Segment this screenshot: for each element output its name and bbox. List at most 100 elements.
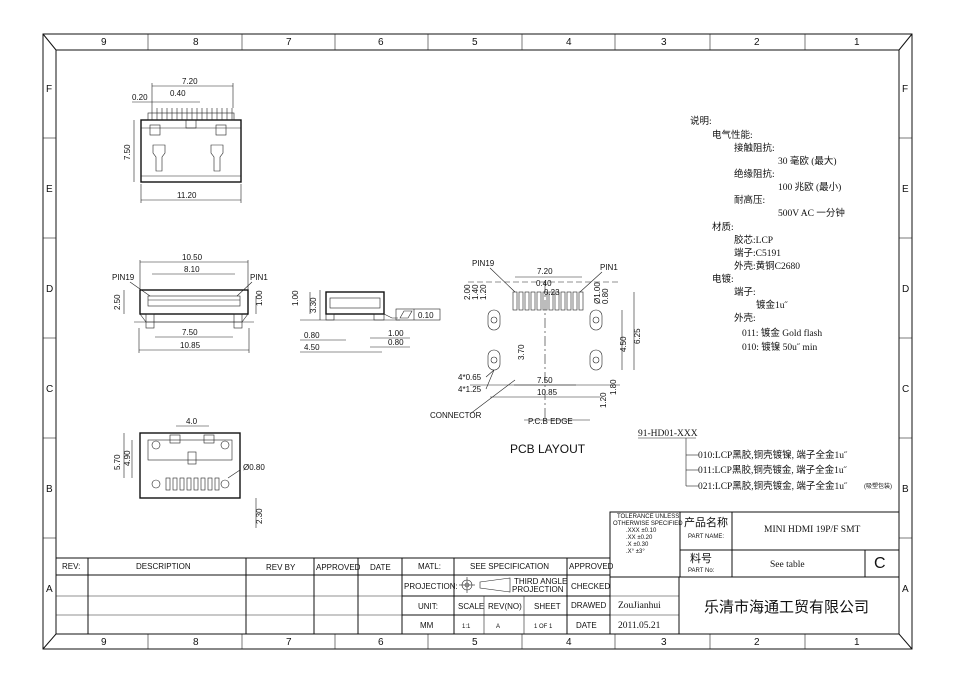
row-label: A (902, 584, 909, 595)
row-label: D (902, 284, 909, 295)
dim-label: 1.00 (291, 290, 300, 306)
note-line: 绝缘阻抗: (734, 168, 775, 180)
side-view: 1.00 3.30 0.80 4.50 1.00 0.80 0.10 (291, 290, 441, 353)
row-label: F (902, 84, 908, 95)
part-option-note: (吸塑包装) (864, 482, 892, 490)
note-line: 电气性能: (712, 129, 753, 141)
note-line: 外壳: (734, 312, 756, 324)
dim-label: 1.80 (609, 379, 618, 395)
drawer-name: ZouJianhui (618, 601, 661, 611)
note-line: 010: 镀镍 50u˝ min (742, 341, 817, 353)
col-label: 3 (661, 37, 667, 48)
tolerance-row: .XXX ±0.10 (626, 528, 657, 534)
dim-label: 7.50 (182, 328, 198, 337)
note-line: 011: 镀金 Gold flash (742, 327, 822, 339)
col-label: 3 (661, 637, 667, 648)
dim-label: 1.00 (388, 329, 404, 338)
tolerance-row: .X° ±3° (626, 549, 645, 555)
date-label: DATE (576, 621, 597, 630)
note-line: 端子: (734, 286, 756, 298)
tolerance-title: OTHERWISE SPECIFIED (613, 521, 683, 527)
row-label: E (46, 184, 53, 195)
note-line: 材质: (712, 221, 734, 233)
part-option: 021:LCP黑胶,铜壳镀金, 端子全金1u˝ (698, 480, 848, 492)
company-name: 乐清市海通工贸有限公司 (704, 599, 869, 616)
dim-label: 4.0 (186, 417, 198, 426)
col-label: 5 (472, 37, 478, 48)
part-option: 011:LCP黑胶,铜壳镀金, 端子全金1u˝ (698, 464, 848, 476)
row-label: D (46, 284, 53, 295)
sheet-label: SHEET (534, 602, 561, 611)
dim-label: 7.50 (537, 376, 553, 385)
bottom-view: 4.0 5.70 4.90 Ø0.80 2.30 (113, 417, 265, 528)
pin19-label: PIN19 (472, 259, 495, 268)
note-line: 胶芯:LCP (734, 234, 773, 246)
scale-label: SCALE (458, 602, 484, 611)
hole-label: 4*1.25 (458, 385, 482, 394)
col-label: 9 (101, 637, 107, 648)
row-label: C (46, 384, 53, 395)
col-label: 9 (101, 37, 107, 48)
sheet-border: 9 8 7 6 5 4 3 2 1 9 8 7 6 5 4 3 2 1 F E … (42, 33, 913, 650)
dim-label: 10.50 (182, 253, 203, 262)
dim-label: 7.20 (182, 77, 198, 86)
note-line: 端子:C5191 (734, 247, 781, 259)
part-no-cn: 料号 (690, 551, 712, 565)
note-line: 外壳:黄铜C2680 (734, 260, 800, 272)
note-line: 电镀: (712, 273, 734, 285)
col-label: 2 (754, 637, 760, 648)
unit-value: MM (420, 621, 434, 630)
note-line: 镀金1u˝ (756, 299, 789, 311)
date-header: DATE (370, 563, 391, 572)
pin19-label: PIN19 (112, 273, 135, 282)
dim-label: 0.80 (388, 338, 404, 347)
dim-label: Ø0.80 (243, 463, 265, 472)
col-label: 4 (566, 37, 572, 48)
dim-label: 0.80 (304, 331, 320, 340)
unit-label: UNIT: (418, 602, 438, 611)
dim-label: 4.90 (123, 450, 132, 466)
dim-label: 0.80 (601, 288, 610, 304)
col-label: 1 (854, 37, 860, 48)
part-name-en: PART NAME: (688, 534, 724, 540)
col-label: 6 (378, 37, 384, 48)
col-label: 7 (286, 637, 292, 648)
col-label: 4 (566, 637, 572, 648)
row-label: B (902, 484, 909, 495)
checked-label: CHECKED (571, 582, 610, 591)
drawed-label: DRAWED (571, 601, 606, 610)
dim-label: 7.50 (123, 144, 132, 160)
dim-label: 0.40 (170, 89, 186, 98)
date-value: 2011.05.21 (618, 621, 661, 631)
dim-label: 2.50 (113, 294, 122, 310)
approved-label: APPROVED (569, 562, 614, 571)
dim-label: 3.30 (309, 297, 318, 313)
pin1-label: PIN1 (250, 273, 268, 282)
rev-header: REV: (62, 562, 80, 571)
tolerance-row: .XX ±0.20 (626, 535, 653, 541)
row-label: C (902, 384, 909, 395)
part-no: See table (770, 560, 805, 570)
dim-label: 10.85 (537, 388, 558, 397)
note-line: 30 毫欧 (最大) (778, 155, 837, 167)
part-no-en: PART No: (688, 568, 715, 574)
note-line: 接触阻抗: (734, 142, 775, 154)
approved-header: APPROVED (316, 563, 361, 572)
dim-label: Ø1.00 (593, 282, 602, 304)
scale-value: 1:1 (462, 624, 471, 630)
col-label: 6 (378, 637, 384, 648)
dim-label: 1.40 (471, 284, 480, 300)
revision-letter: C (874, 555, 886, 572)
dim-label: 5.70 (113, 454, 122, 470)
dim-label: 3.70 (517, 344, 526, 360)
row-label: A (46, 584, 53, 595)
part-option: 010:LCP黑胶,铜壳镀镍, 端子全金1u˝ (698, 449, 848, 461)
projection-label: PROJECTION: (404, 582, 458, 591)
part-number-options: 91-HD01-XXX 010:LCP黑胶,铜壳镀镍, 端子全金1u˝ 011:… (638, 429, 892, 492)
row-label: E (902, 184, 909, 195)
flatness-label: 0.10 (418, 311, 434, 320)
title-block: TOLERANCE UNLESS OTHERWISE SPECIFIED .XX… (55, 511, 900, 635)
col-label: 1 (854, 637, 860, 648)
dim-label: 0.23 (544, 288, 560, 297)
